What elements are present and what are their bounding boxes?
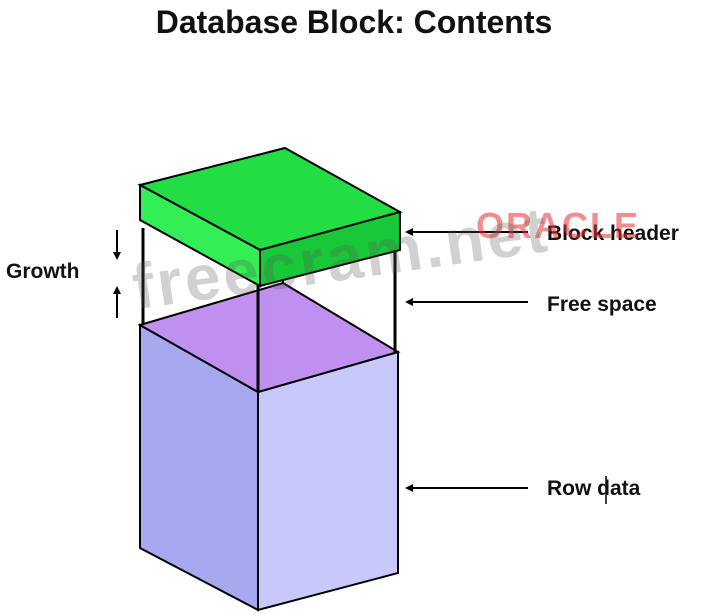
block-header-label: Block header <box>547 222 679 245</box>
row-data-pointer-head <box>405 484 413 492</box>
growth-label: Growth <box>6 260 80 283</box>
growth-arrow-down-head <box>113 252 121 260</box>
free-space-top-face <box>137 281 401 394</box>
free-space-pointer-head <box>405 298 413 306</box>
free-space-label: Free space <box>547 293 657 316</box>
page-title: Database Block: Contents <box>155 4 553 40</box>
block-header-side-face <box>259 210 401 288</box>
row-data-side-face <box>257 350 399 612</box>
block-header-pointer-head <box>405 228 413 236</box>
growth-arrow-up-head <box>113 286 121 294</box>
row-data-label: Row data <box>547 477 641 500</box>
oracle-watermark: ORACLE <box>476 205 640 246</box>
